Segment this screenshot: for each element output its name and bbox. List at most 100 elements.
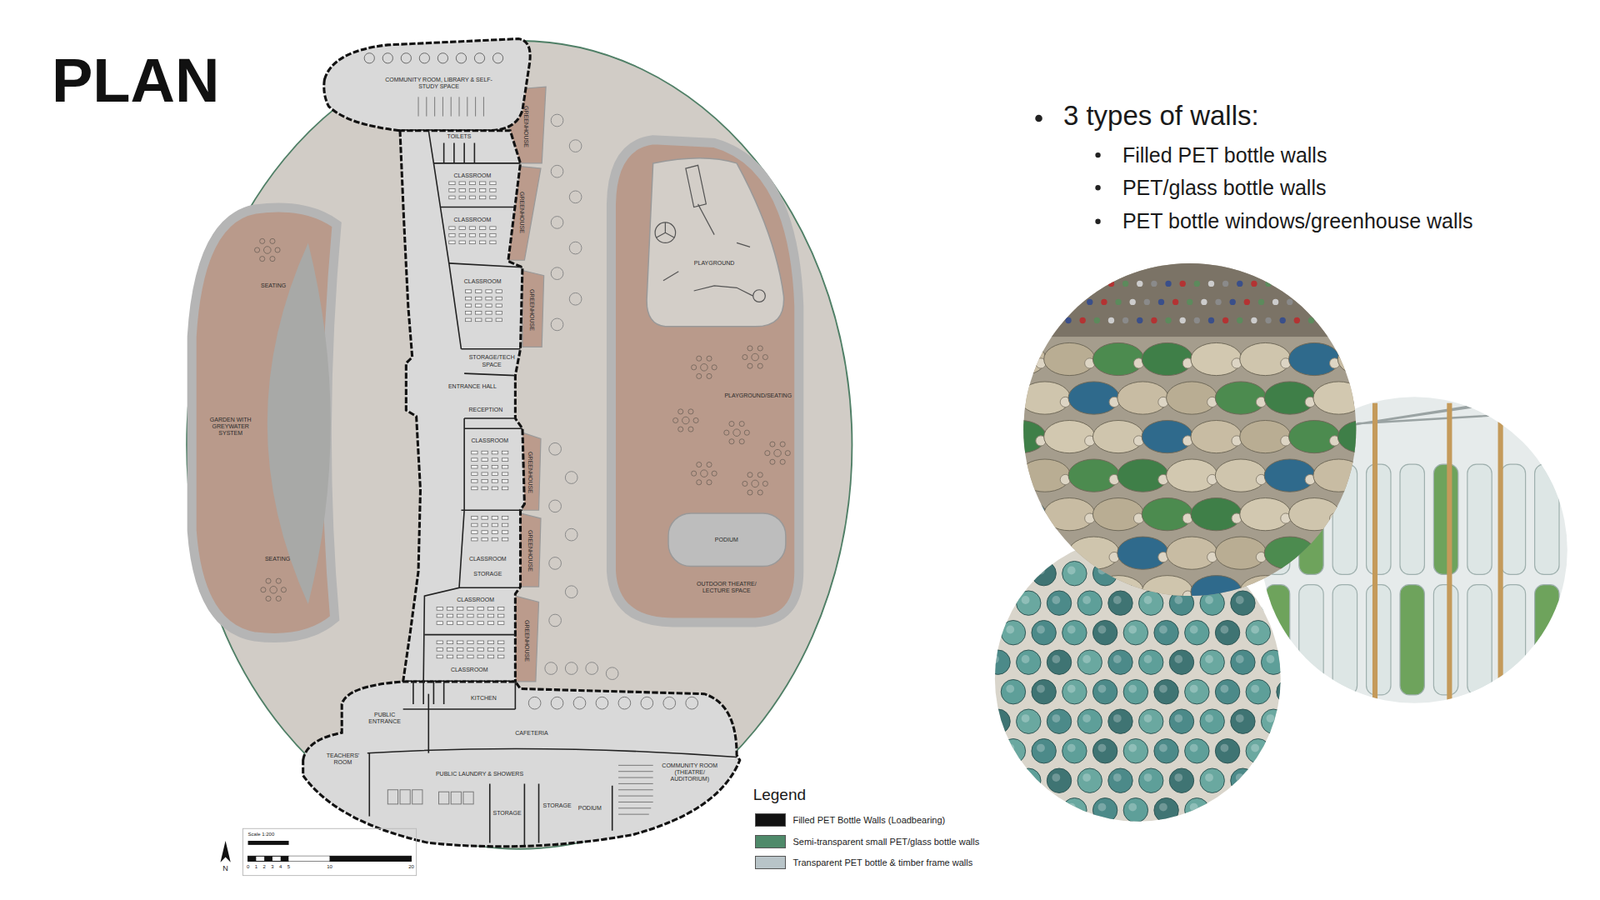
desk	[491, 465, 498, 469]
glint	[1235, 655, 1245, 664]
stool	[673, 417, 679, 423]
greenhouse-bottle-photo	[1255, 392, 1572, 710]
tree	[565, 528, 578, 541]
bottle-neck	[1330, 590, 1340, 601]
bottle-base	[985, 709, 1010, 734]
glint	[1082, 595, 1091, 605]
bottle-neck	[1354, 551, 1365, 562]
seat-cluster	[700, 470, 709, 478]
stool	[742, 355, 748, 360]
room-node: PODIUM	[574, 805, 605, 812]
glint	[1113, 595, 1122, 605]
playground-equipment	[655, 165, 765, 302]
desk	[465, 318, 471, 322]
bottle-neck	[1305, 551, 1315, 562]
stool	[729, 439, 735, 445]
desk	[485, 310, 492, 315]
bottle	[1215, 536, 1266, 570]
glint	[1005, 566, 1015, 575]
seat-cluster	[700, 364, 709, 372]
stool	[744, 430, 750, 435]
bottle-base	[1000, 798, 1025, 823]
bottle	[1068, 459, 1120, 492]
bottle-cap	[1072, 299, 1079, 305]
room-node: COMMUNITY ROOM, LIBRARY & SELF-STUDY SPA…	[380, 76, 498, 90]
seat-cluster	[733, 429, 741, 437]
glint	[1235, 714, 1245, 723]
glint	[1128, 625, 1137, 635]
page-title: PLAN	[51, 50, 220, 112]
bottle-cap	[1315, 299, 1321, 305]
bottle-cap	[1050, 317, 1057, 324]
bottle-base	[1154, 739, 1179, 764]
bottle-neck	[1085, 590, 1095, 601]
room-label: PODIUM	[574, 805, 605, 812]
bottle-neck	[1354, 474, 1365, 485]
stool	[696, 355, 702, 361]
room-label: CLASSROOM	[433, 666, 505, 674]
scale-label: 10	[320, 864, 340, 870]
bottle-cap	[1130, 299, 1136, 305]
bottle	[1190, 342, 1242, 375]
bottle	[1400, 585, 1425, 695]
desk	[480, 233, 486, 237]
desk	[471, 537, 478, 541]
glint	[1250, 685, 1260, 694]
glint	[1174, 655, 1183, 664]
glint	[1098, 625, 1107, 635]
desk	[436, 621, 443, 625]
bottle-cap	[1022, 317, 1029, 324]
bottle-base	[1154, 680, 1179, 705]
bottle-cap	[1280, 317, 1286, 324]
tree	[549, 557, 562, 570]
bottle-neck	[1035, 513, 1046, 524]
glint	[1051, 655, 1060, 664]
bottle	[1044, 420, 1095, 453]
desk	[490, 195, 496, 200]
desk	[501, 486, 508, 490]
bottle-base	[1108, 650, 1133, 675]
desk	[469, 226, 475, 230]
text-label: PET bottle windows/greenhouse walls	[1122, 210, 1474, 234]
bottle-base	[1108, 709, 1133, 734]
stool	[757, 345, 763, 351]
stool	[711, 365, 717, 370]
desk	[471, 472, 478, 476]
desk	[501, 465, 508, 469]
bottle-cap	[1186, 299, 1193, 305]
bottle-base	[1185, 798, 1210, 823]
room-node: COMMUNITY ROOM (THEATRE/ AUDITORIUM)	[660, 762, 720, 783]
desk	[477, 655, 484, 659]
bottle-neck	[1403, 396, 1414, 407]
legend-text: Semi-transparent small PET/glass bottle …	[792, 836, 980, 847]
glint	[1098, 685, 1107, 694]
desk	[485, 304, 492, 308]
desk	[490, 181, 496, 185]
desk	[491, 480, 498, 484]
bottle-base	[1139, 650, 1164, 675]
desk	[457, 607, 464, 611]
glint	[1082, 773, 1091, 782]
room-node: STORAGE	[541, 802, 573, 810]
bottle-cap	[1050, 280, 1057, 287]
bottle	[1299, 585, 1324, 695]
bottle-base	[1245, 798, 1270, 823]
table	[640, 696, 654, 710]
glint	[1005, 685, 1015, 694]
glint	[1067, 744, 1076, 753]
bottle-neck	[1378, 590, 1389, 601]
bottle-base	[1230, 768, 1255, 793]
bottle-base	[985, 650, 1010, 675]
bottle	[1400, 464, 1425, 575]
bottle-cap	[1350, 280, 1357, 287]
desk	[449, 189, 455, 193]
seat-cluster	[682, 416, 690, 425]
room-label: GREENHOUSE	[523, 92, 530, 160]
bottle-base	[1245, 620, 1270, 645]
room-node: CLASSROOM	[462, 555, 514, 563]
stool	[757, 490, 763, 495]
glint	[1250, 744, 1260, 753]
room-label: CLASSROOM	[462, 555, 514, 563]
tree	[585, 662, 599, 675]
